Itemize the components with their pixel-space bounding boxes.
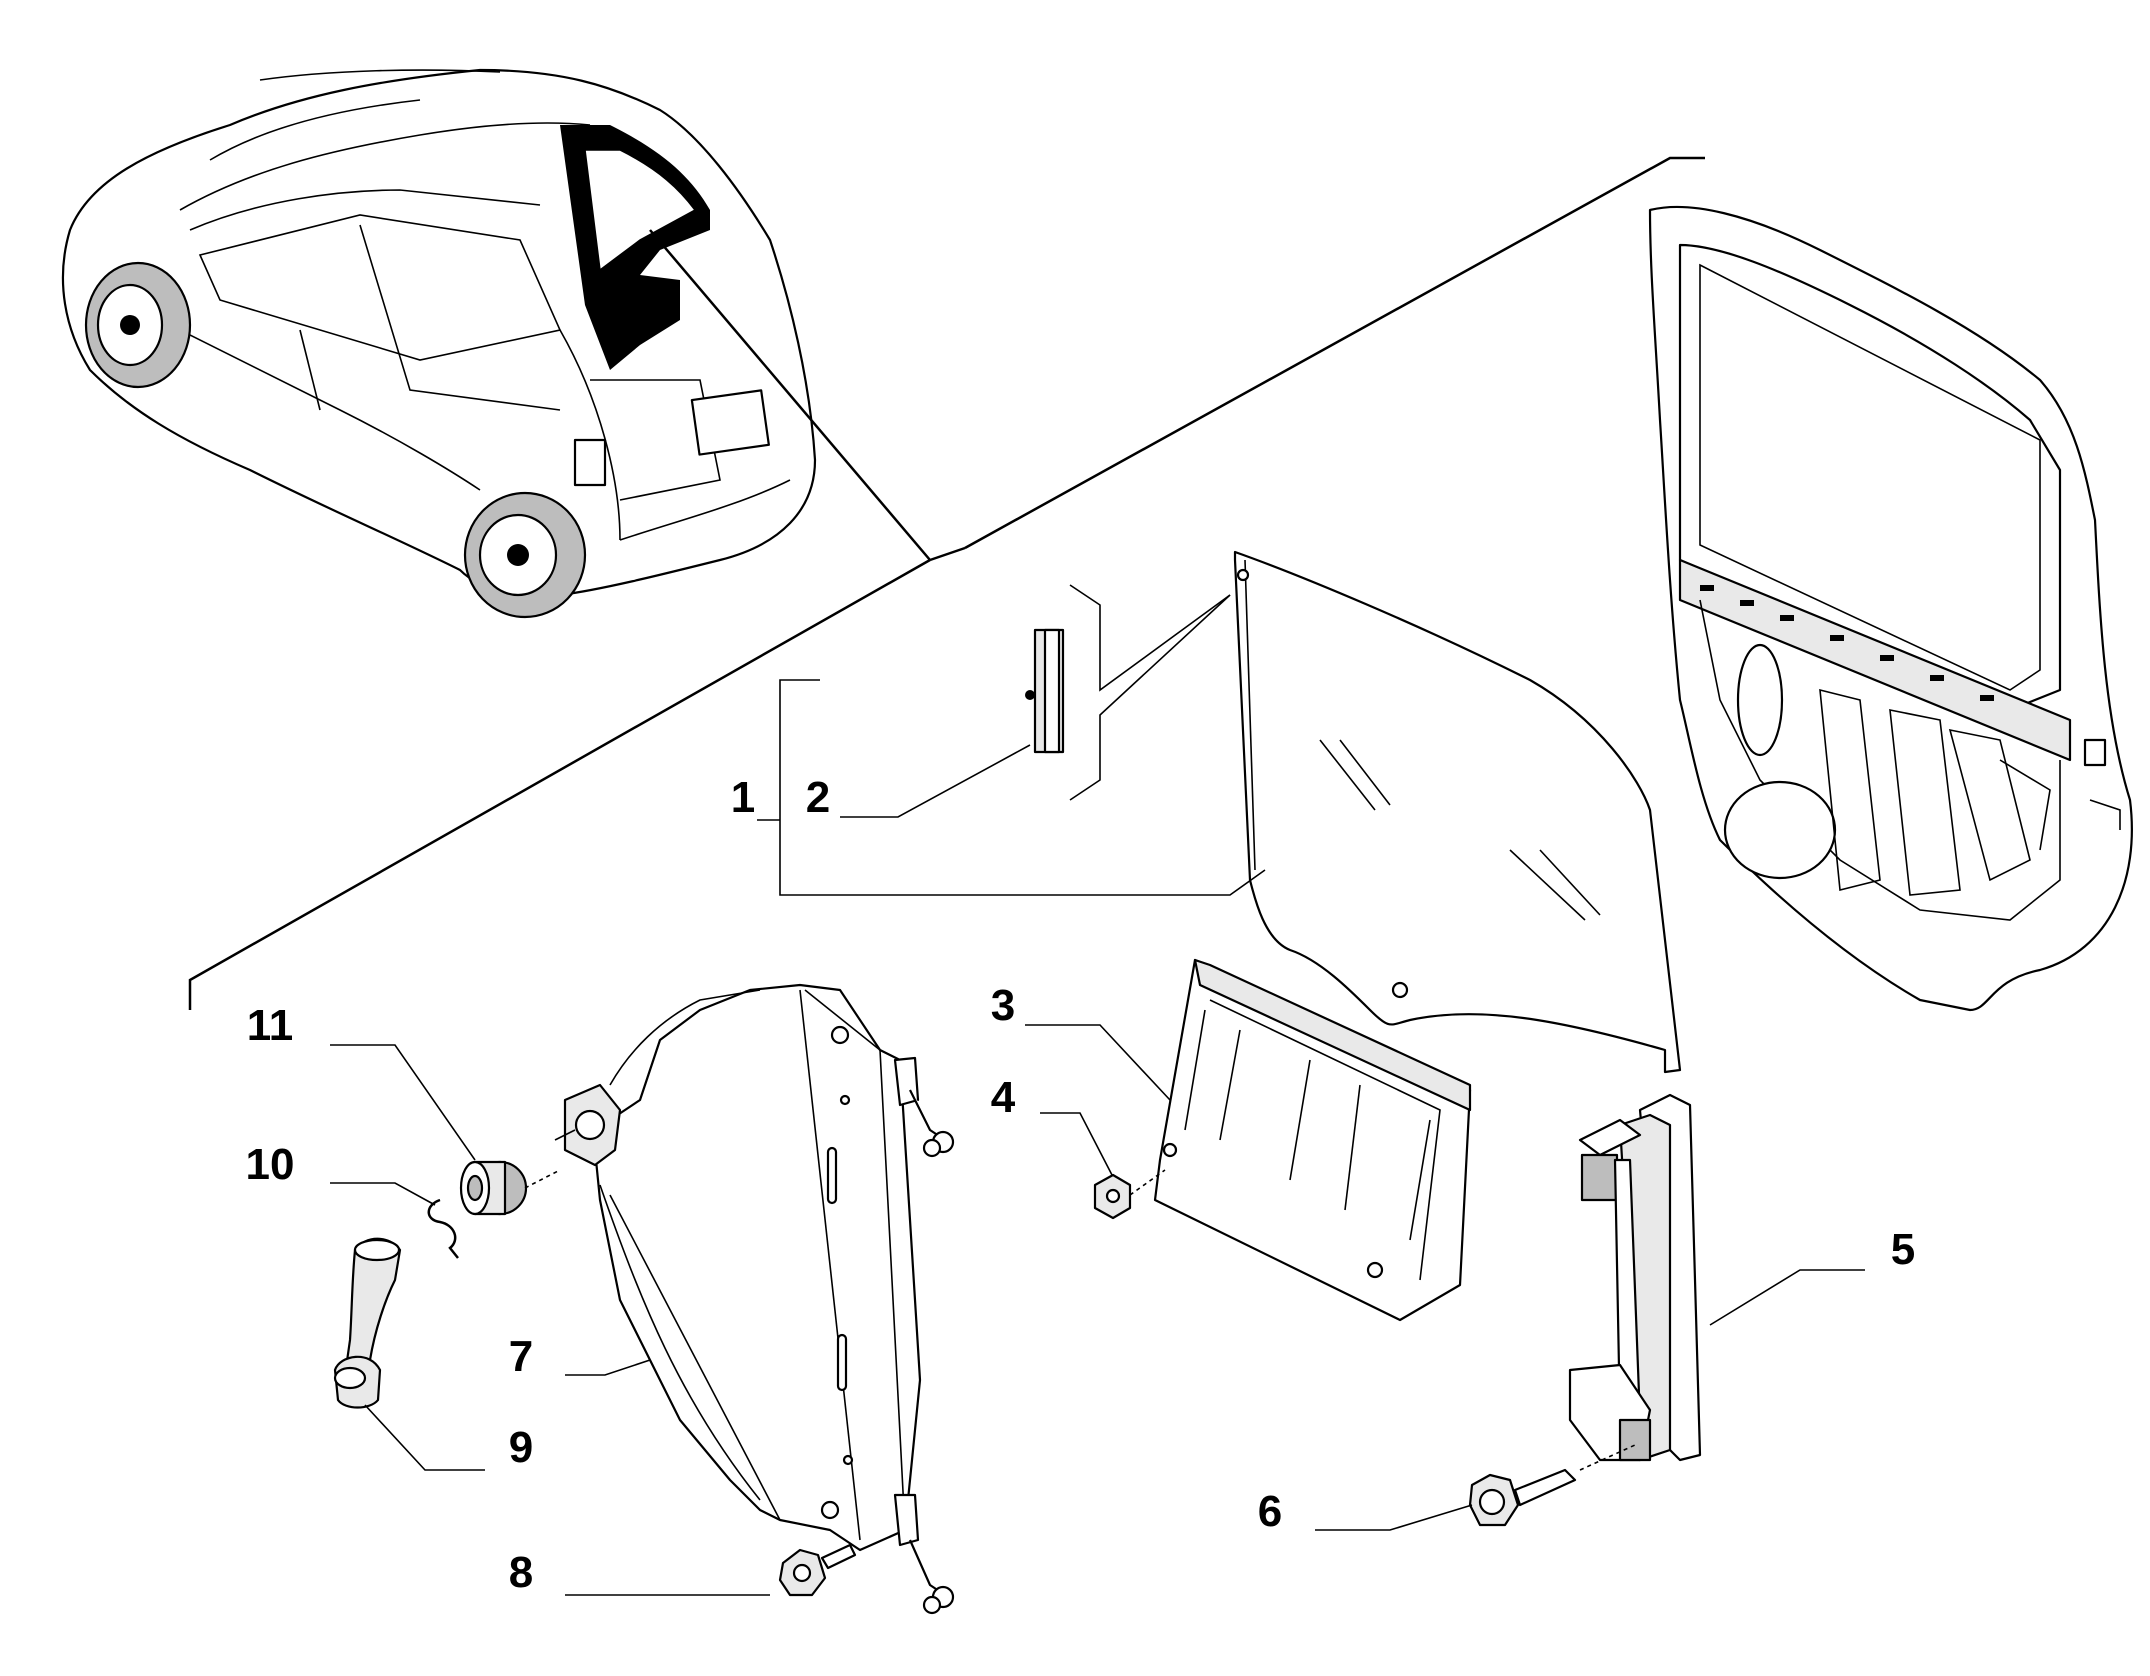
guide-rail xyxy=(1568,1093,1702,1462)
callout-label-6: 6 xyxy=(1257,1487,1283,1536)
spring-clip xyxy=(427,1198,459,1259)
callout-label-3: 3 xyxy=(990,981,1016,1030)
callout-label-10: 10 xyxy=(245,1140,295,1189)
leader-lines xyxy=(330,744,1865,1596)
callout-label-1: 1 xyxy=(730,773,756,822)
window-glass xyxy=(1233,550,1682,1074)
glass-clip xyxy=(1025,628,1065,754)
rear-door-panel xyxy=(1648,205,2133,1012)
callout-label-5: 5 xyxy=(1890,1225,1916,1274)
car-illustration xyxy=(61,68,931,619)
callout-label-9: 9 xyxy=(508,1423,534,1472)
callout-label-7: 7 xyxy=(508,1332,534,1381)
crank-handle xyxy=(333,1237,402,1409)
callout-label-4: 4 xyxy=(990,1073,1016,1122)
screw xyxy=(1468,1444,1636,1527)
group-bracket xyxy=(779,584,1266,896)
callout-label-11: 11 xyxy=(246,1001,294,1050)
window-regulator xyxy=(554,983,955,1615)
nut-8 xyxy=(778,1543,857,1597)
callout-label-2: 2 xyxy=(805,773,831,822)
nut-4 xyxy=(1093,1169,1166,1220)
section-divider xyxy=(188,156,1705,1010)
callout-label-8: 8 xyxy=(508,1548,534,1597)
bushing xyxy=(459,1160,561,1216)
support-plate xyxy=(1153,958,1472,1322)
